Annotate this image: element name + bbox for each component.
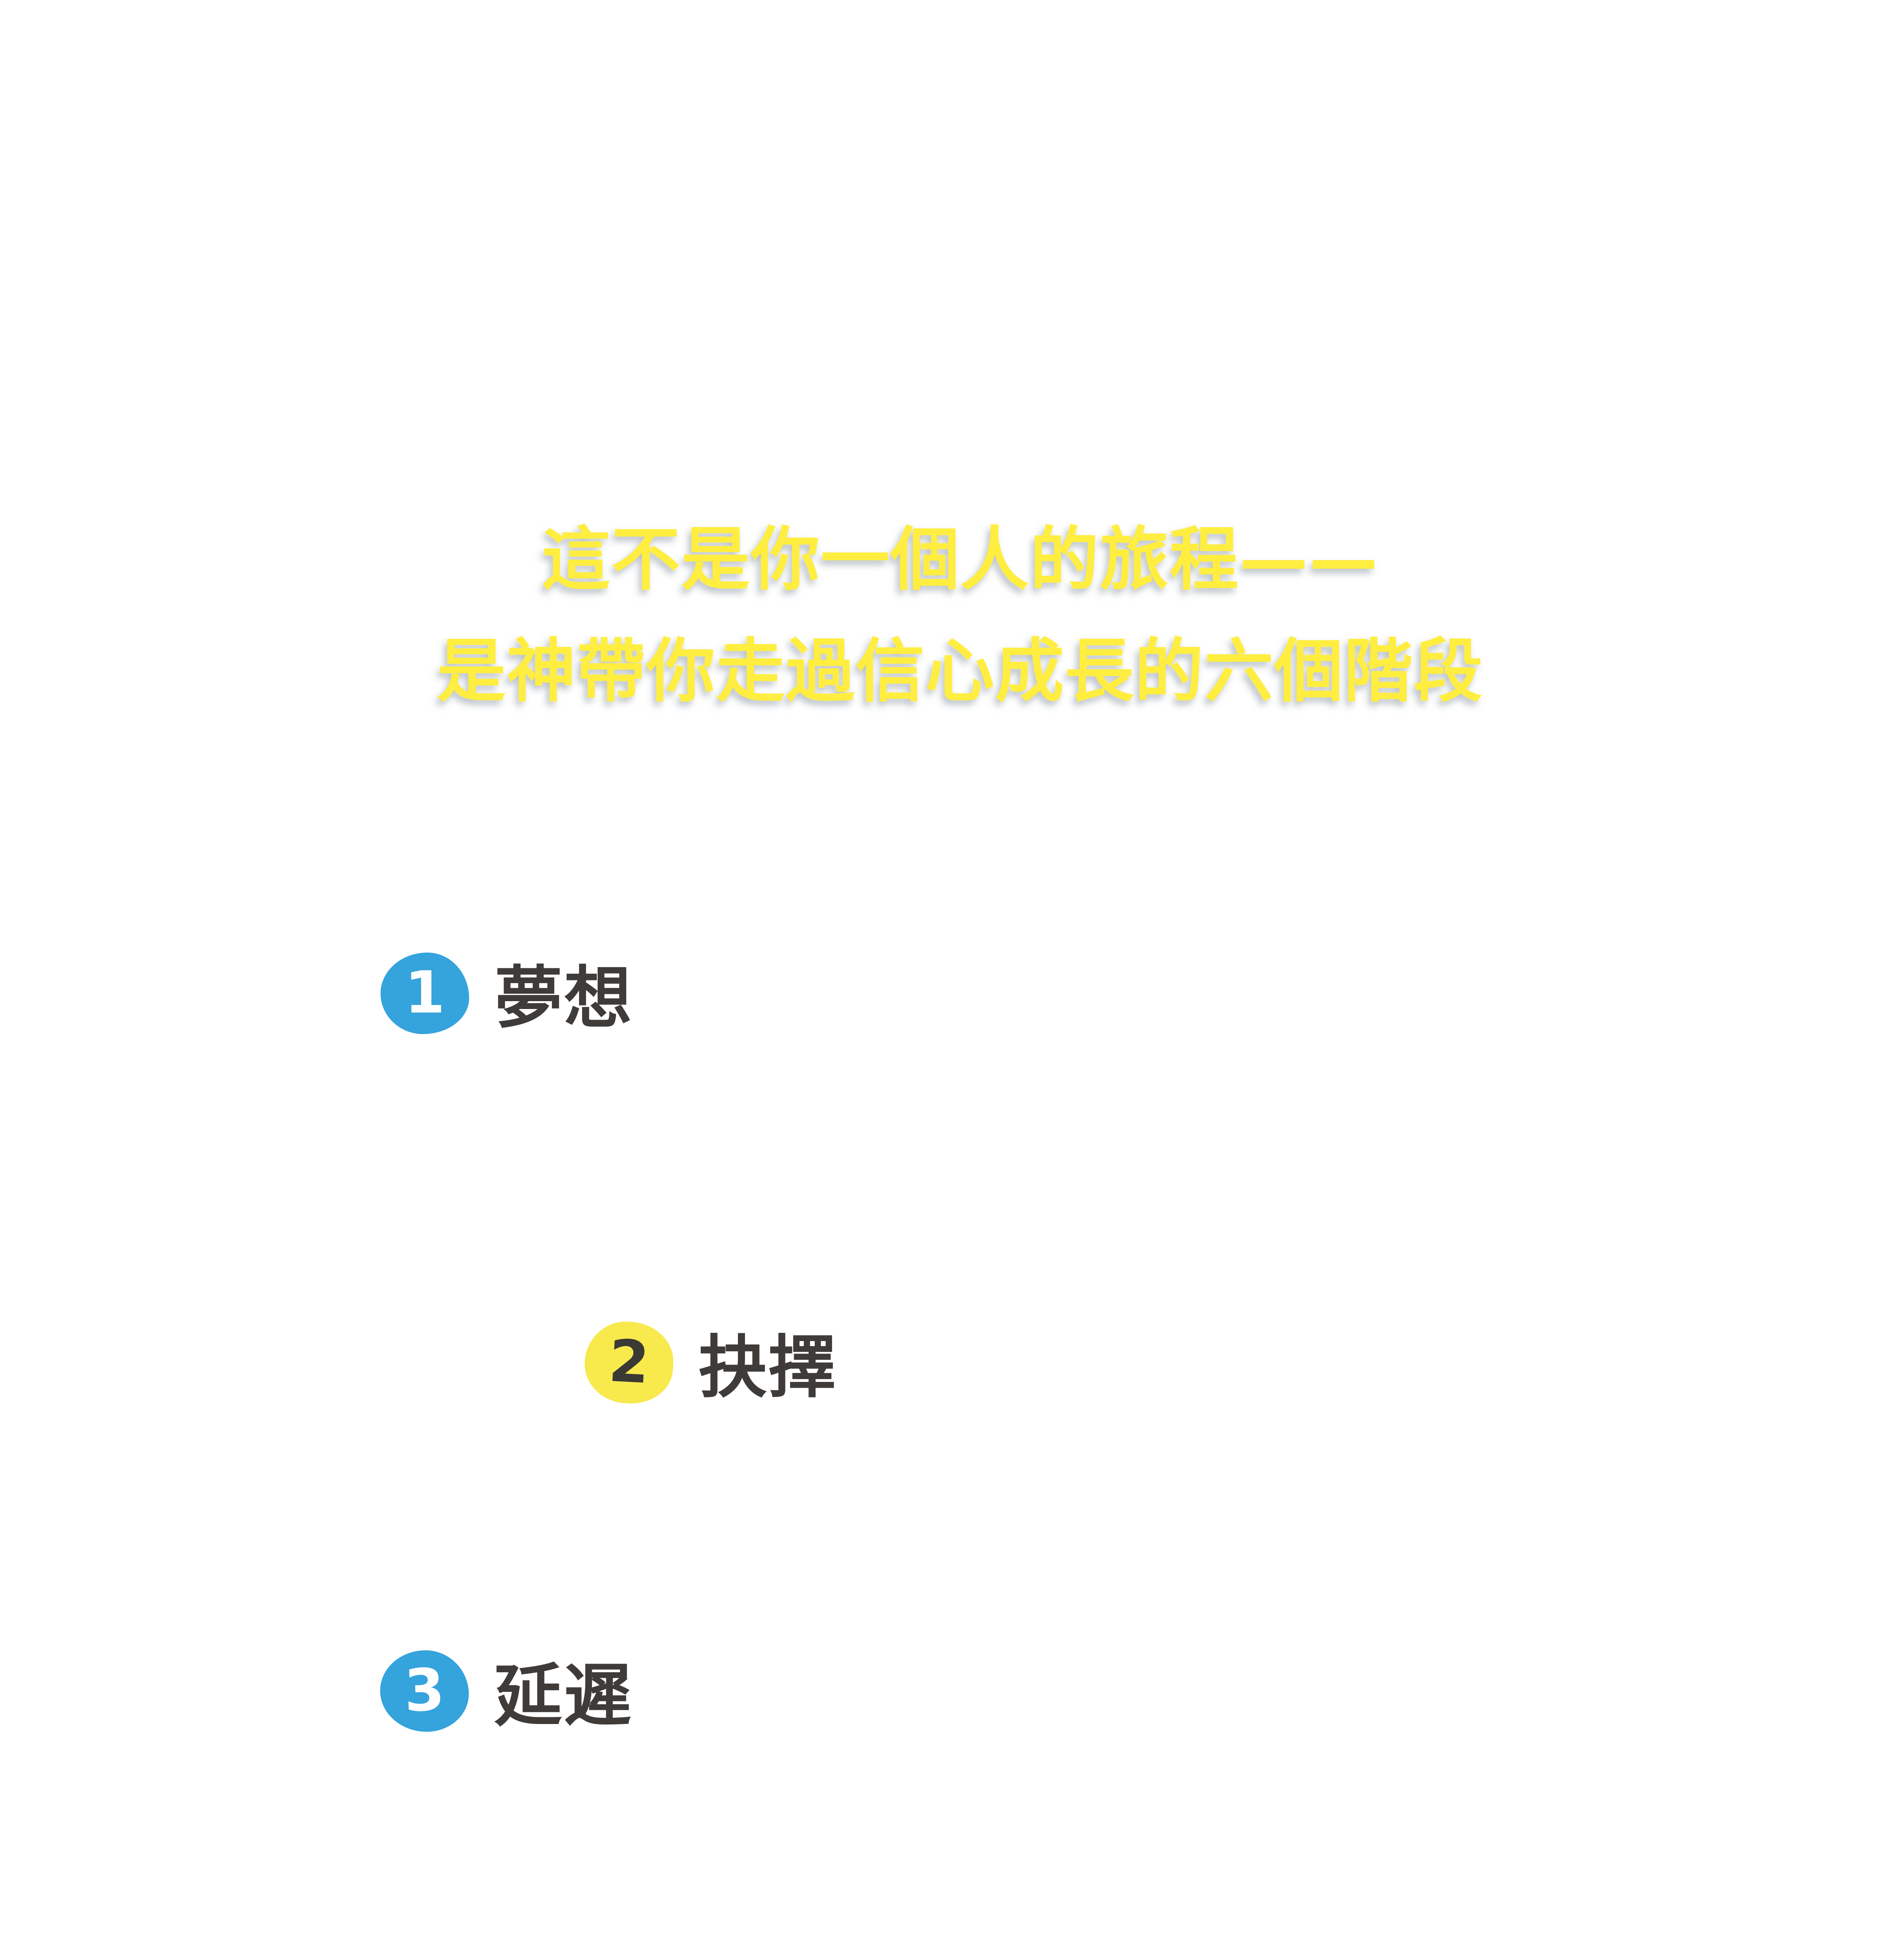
- stage-1-number: 1: [404, 959, 445, 1026]
- stage-3-label: 延遲: [494, 1656, 633, 1735]
- stage-item-3: 3 延遲: [379, 1646, 633, 1736]
- stage-3-number-badge: 3: [379, 1649, 470, 1733]
- stage-2-number-badge: 2: [582, 1319, 676, 1406]
- stage-item-1: 1 夢想: [381, 948, 633, 1038]
- stage-1-number-badge: 1: [381, 953, 469, 1034]
- page-title: 這不是你一個人的旅程—— 是神帶你走過信心成長的六個階段: [176, 504, 1744, 727]
- stage-3-number: 3: [403, 1656, 446, 1725]
- stage-2-number: 2: [607, 1327, 651, 1397]
- title-line-1: 這不是你一個人的旅程——: [541, 519, 1379, 600]
- stage-2-label: 抉擇: [699, 1328, 838, 1407]
- title-line-2: 是神帶你走過信心成長的六個階段: [437, 631, 1483, 711]
- stage-1-label: 夢想: [495, 958, 634, 1038]
- stage-item-2: 2 抉擇: [582, 1318, 838, 1408]
